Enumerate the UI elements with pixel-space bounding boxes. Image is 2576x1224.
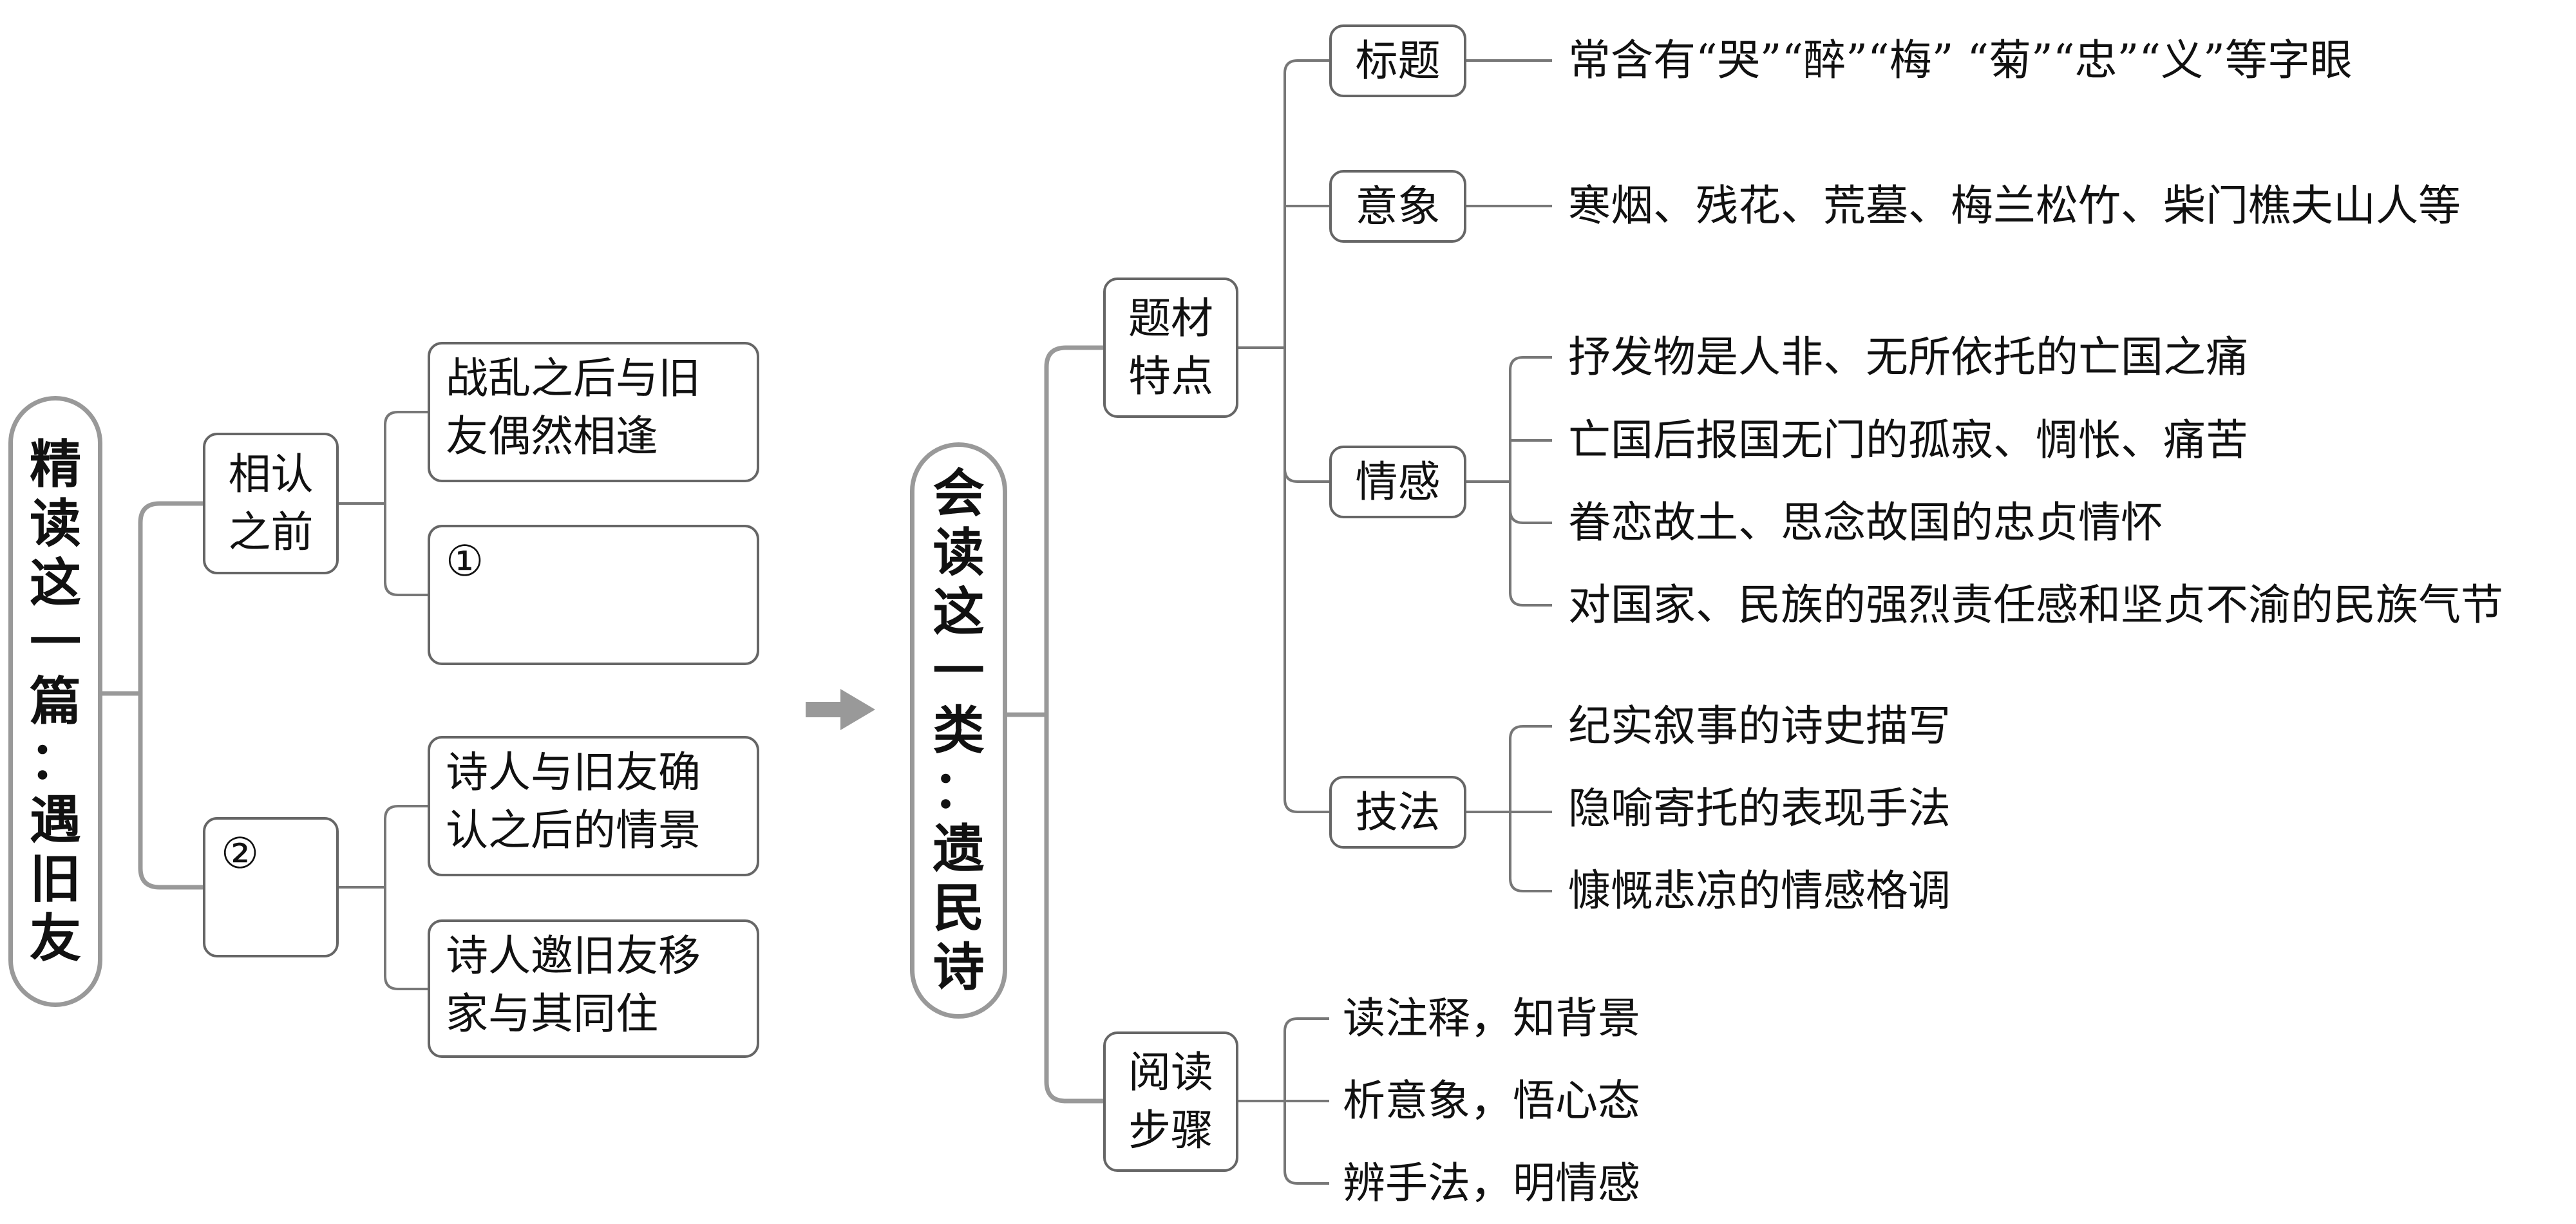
branch-label-line: 步骤: [1128, 1106, 1213, 1155]
node-emotion: 情感: [1329, 446, 1466, 518]
right-root-char: 会: [933, 463, 985, 523]
branch-label-line: 题材: [1128, 294, 1213, 343]
leaf-invite-live-together: 诗人邀旧友移 家与其同住: [428, 919, 759, 1058]
right-root-char: 民: [933, 878, 985, 938]
leaf-line: 家与其同住: [446, 989, 658, 1039]
node-title: 标题: [1329, 24, 1466, 97]
right-root-node: 会 读 这 一 类 ： 遗 民 诗: [910, 442, 1007, 1019]
leaf-line: 认之后的情景: [446, 805, 701, 855]
branch-label-line: 之前: [228, 507, 314, 557]
technique-item: 隐喻寄托的表现手法: [1568, 784, 1951, 833]
right-root-char: 一: [933, 641, 985, 701]
technique-item: 慷慨悲凉的情感格调: [1568, 866, 1951, 916]
right-root-char: 这: [933, 581, 985, 642]
branch-reading-steps: 阅读 步骤: [1103, 1031, 1238, 1172]
left-root-node: 精 读 这 一 篇 ： 遇 旧 友: [8, 396, 102, 1007]
leaf-after-recognition: 诗人与旧友确 认之后的情景: [428, 736, 759, 876]
arrow-right-icon: [806, 689, 875, 730]
branch-label-line: 相认: [228, 449, 314, 499]
left-root-char: 一: [30, 612, 81, 672]
step-item: 读注释，知背景: [1343, 993, 1640, 1043]
left-root-char: 友: [30, 908, 81, 968]
leaf-chance-meeting: 战乱之后与旧 友偶然相逢: [428, 342, 759, 482]
left-root-char: 读: [30, 493, 81, 554]
right-root-char: 读: [933, 522, 985, 583]
right-root-char: 类: [933, 700, 985, 760]
imagery-description: 寒烟、残花、荒墓、梅兰松竹、柴门樵夫山人等: [1568, 181, 2461, 231]
emotion-item: 亡国后报国无门的孤寂、惆怅、痛苦: [1568, 415, 2248, 465]
blank-marker-1: ①: [446, 536, 484, 586]
node-imagery: 意象: [1329, 170, 1466, 243]
connector-after-children: [384, 805, 428, 990]
technique-item: 纪实叙事的诗史描写: [1568, 701, 1951, 751]
left-root-char: 遇: [30, 789, 81, 850]
step-item: 析意象，悟心态: [1343, 1076, 1640, 1125]
left-root-char: 篇: [30, 671, 81, 731]
leaf-blank-1: ①: [428, 525, 759, 665]
emotion-item: 抒发物是人非、无所依托的亡国之痛: [1568, 332, 2248, 382]
connector-technique-items: [1509, 725, 1552, 892]
left-root-char: 精: [30, 434, 81, 494]
right-root-char: 遗: [933, 818, 985, 879]
right-root-char: 诗: [933, 937, 985, 997]
left-root-char: 这: [30, 552, 81, 613]
emotion-item: 对国家、民族的强烈责任感和坚贞不渝的民族气节: [1568, 580, 2503, 630]
branch-subject-features: 题材 特点: [1103, 278, 1238, 418]
step-item: 辨手法，明情感: [1343, 1158, 1640, 1208]
blank-marker-2: ②: [221, 829, 260, 878]
connector-features-children: [1283, 59, 1329, 813]
left-root-char: 旧: [30, 849, 81, 909]
leaf-line: 友偶然相逢: [446, 411, 658, 461]
branch-label-line: 特点: [1128, 352, 1213, 401]
connector-emotion-items: [1509, 356, 1552, 607]
left-root-char: ：: [30, 730, 81, 791]
title-description: 常含有“哭”“醉”“梅” “菊”“忠”“义”等字眼: [1568, 35, 2353, 85]
branch-label-line: 阅读: [1128, 1048, 1213, 1097]
connector-middle-branches: [1044, 345, 1103, 1104]
leaf-line: 诗人邀旧友移: [446, 931, 701, 981]
branch-blank-2: ②: [203, 817, 339, 957]
connector-left-branches: [138, 501, 203, 890]
node-technique: 技法: [1329, 776, 1466, 849]
right-root-char: ：: [933, 759, 985, 820]
leaf-line: 战乱之后与旧: [446, 353, 701, 403]
connector-before-children: [384, 411, 428, 596]
emotion-item: 眷恋故土、思念故国的忠贞情怀: [1568, 498, 2163, 547]
branch-before-recognition: 相认 之前: [203, 433, 339, 574]
leaf-line: 诗人与旧友确: [446, 748, 701, 797]
